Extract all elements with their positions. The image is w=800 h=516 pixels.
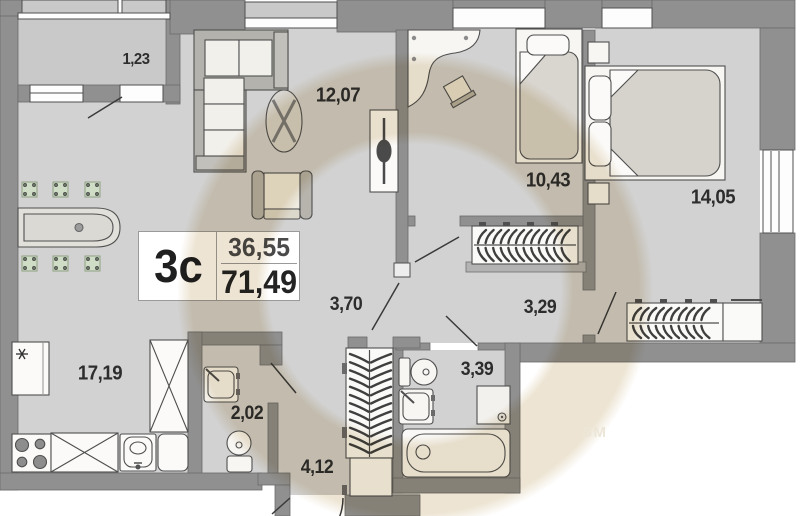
- armchair: [251, 170, 313, 220]
- kitchen-cabinet: [50, 432, 119, 473]
- apartment-type: 3с: [141, 232, 217, 300]
- room-label-bedroom-main: 14,05: [690, 186, 736, 209]
- room-label-hall-inner: 3,70: [329, 294, 363, 315]
- room-label-hallway: 4,12: [300, 457, 334, 478]
- dining-table: [17, 207, 121, 248]
- room-label-kitchen: 17,19: [77, 362, 123, 385]
- living-window: [244, 1, 338, 19]
- nightstand: [587, 182, 610, 205]
- tv-icon: [376, 139, 392, 163]
- entrance-door-arc: [339, 497, 344, 516]
- balcony-window: [21, 0, 119, 14]
- room-label-hall-bedrooms: 3,29: [523, 297, 557, 318]
- tall-cabinet: [149, 339, 189, 433]
- hall-cabinet: [349, 457, 393, 497]
- wardrobe-corridor: [465, 222, 587, 273]
- living-area-value: 36,55: [220, 232, 297, 264]
- tv-unit: [369, 109, 399, 193]
- room-label-bedroom-small: 10,43: [525, 169, 571, 192]
- bed-single: [515, 28, 583, 164]
- bedroom-main-side-window: [762, 149, 794, 234]
- door-jamb: [393, 262, 411, 278]
- bedroom-small-window: [452, 7, 546, 29]
- bathtub: [401, 428, 511, 478]
- kitchen-counter-end: [157, 433, 189, 472]
- kitchen-sink: [119, 433, 157, 472]
- apartment-area-badge: 3с 36,55 71,49: [138, 231, 300, 301]
- room-label-bathroom: 3,39: [460, 359, 494, 380]
- balcony-window: [121, 0, 167, 14]
- total-area-value: 71,49: [220, 264, 297, 300]
- balcony-door: [119, 84, 164, 103]
- wc-sink: [203, 366, 240, 403]
- bedroom-main-window: [601, 7, 653, 29]
- oval-table: [265, 89, 303, 153]
- bathroom-toilet: [398, 357, 438, 387]
- room-label-wc: 2,02: [230, 403, 264, 424]
- balcony-sill: [17, 12, 171, 20]
- fridge: [11, 341, 50, 396]
- nightstand: [587, 41, 610, 64]
- washing-machine: [476, 385, 511, 425]
- bed-double: [584, 65, 726, 181]
- room-label-balcony: 1,23: [122, 51, 150, 68]
- stove: [11, 433, 52, 473]
- room-label-living: 12,07: [315, 84, 361, 107]
- bathroom-sink: [398, 388, 435, 425]
